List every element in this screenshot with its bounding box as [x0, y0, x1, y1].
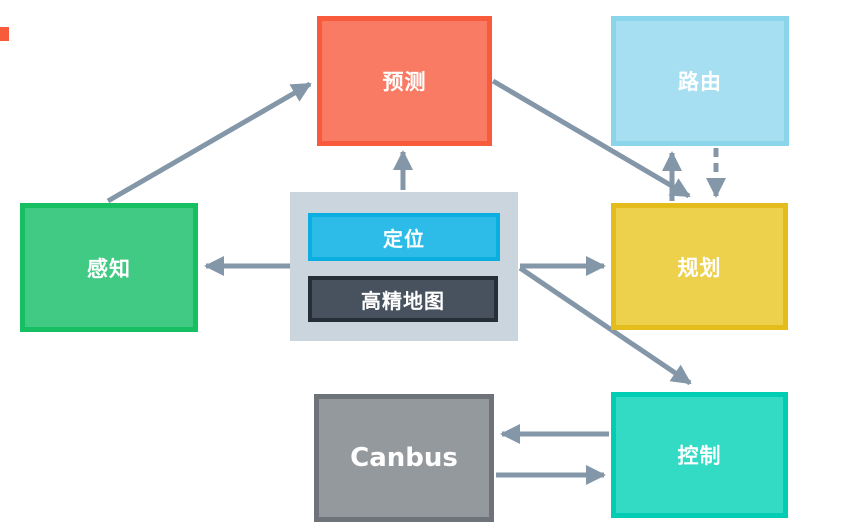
node-perception-label: 感知 [87, 256, 131, 281]
node-canbus: Canbus [314, 394, 494, 522]
node-planning-label: 规划 [677, 255, 722, 280]
edge-perception-to-prediction [106, 81, 312, 204]
node-hdmap-label: 高精地图 [361, 288, 445, 313]
node-control: 控制 [611, 392, 788, 518]
node-canbus-label: Canbus [350, 443, 458, 473]
edge-prediction-to-planning [491, 78, 691, 199]
node-perception: 感知 [20, 203, 198, 332]
red-edge-marker [0, 27, 9, 41]
node-routing-label: 路由 [678, 70, 722, 94]
node-prediction-label: 预测 [382, 70, 427, 94]
node-control-label: 控制 [677, 444, 722, 468]
node-localization: 定位 [308, 213, 500, 261]
node-routing: 路由 [611, 16, 789, 146]
node-planning: 规划 [611, 203, 788, 330]
edge-group-to-control [518, 265, 692, 386]
node-prediction: 预测 [317, 16, 492, 146]
node-localization-label: 定位 [383, 226, 425, 251]
node-hdmap: 高精地图 [308, 276, 498, 322]
